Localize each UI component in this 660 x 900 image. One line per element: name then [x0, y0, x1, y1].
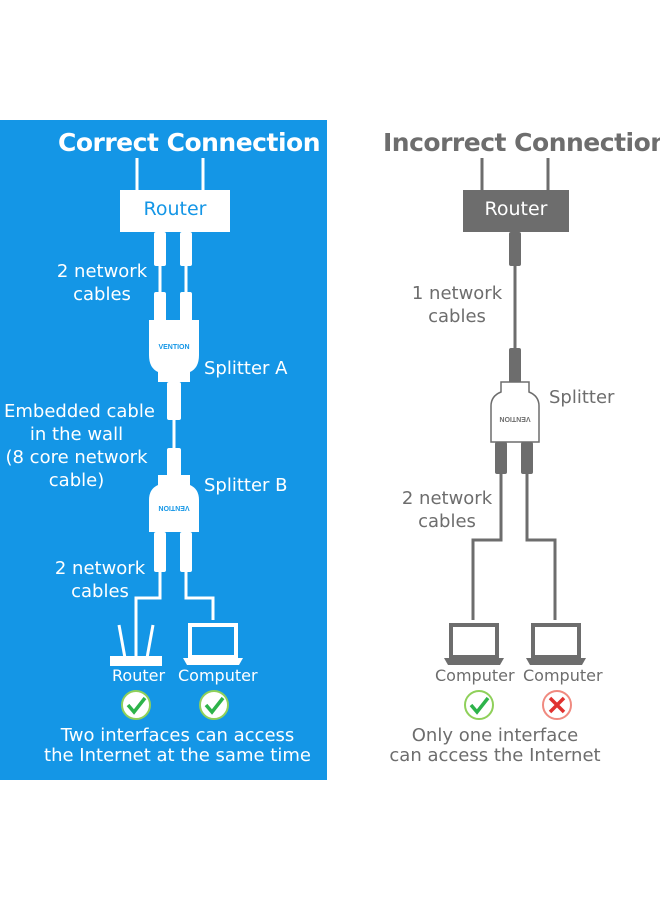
computer-1-icon [444, 623, 504, 665]
bottom-cables-label: 2 network cables [54, 558, 146, 602]
check-icon [464, 690, 494, 720]
splitter-label: Splitter [549, 387, 615, 408]
incorrect-connection-panel: Incorrect Connection VENTION [327, 120, 660, 780]
splitter-a-label: Splitter A [204, 358, 288, 379]
router-box [463, 190, 569, 232]
splitter-icon [490, 381, 540, 443]
check-icon [199, 690, 229, 720]
top-cables-label: 1 network cables [411, 283, 503, 327]
router-label: Router [484, 198, 548, 220]
splitter-b-icon [149, 475, 199, 532]
splitter-b-brand: VENTION [158, 504, 189, 511]
incorrect-caption: Only one interface can access the Intern… [389, 725, 601, 766]
computer-device-icon [183, 623, 243, 665]
bottom-cables-label: 2 network cables [401, 488, 493, 532]
router-device-icon [110, 620, 162, 666]
computer-2-icon [526, 623, 586, 665]
device-computer-2-label: Computer [523, 666, 603, 685]
router-box [120, 190, 230, 232]
router-label: Router [143, 198, 207, 220]
cross-icon [542, 690, 572, 720]
correct-caption: Two interfaces can access the Internet a… [44, 725, 311, 766]
check-icon [121, 690, 151, 720]
correct-connection-panel: Correct Connection VENTION VENTION [0, 120, 327, 780]
splitter-a-brand: VENTION [158, 344, 189, 351]
correct-title: Correct Connection [58, 128, 321, 157]
incorrect-diagram: VENTION [444, 158, 586, 720]
splitter-brand: VENTION [499, 415, 530, 422]
incorrect-title: Incorrect Connection [383, 128, 660, 157]
splitter-a-icon [149, 320, 199, 382]
device-computer-label: Computer [178, 666, 258, 685]
embedded-cable-label: Embedded cable in the wall (8 core netwo… [4, 401, 155, 491]
top-cables-label: 2 network cables [56, 261, 148, 305]
device-computer-1-label: Computer [435, 666, 515, 685]
splitter-b-label: Splitter B [204, 475, 288, 496]
device-router-label: Router [112, 666, 166, 685]
correct-diagram: VENTION VENTION [110, 158, 243, 720]
